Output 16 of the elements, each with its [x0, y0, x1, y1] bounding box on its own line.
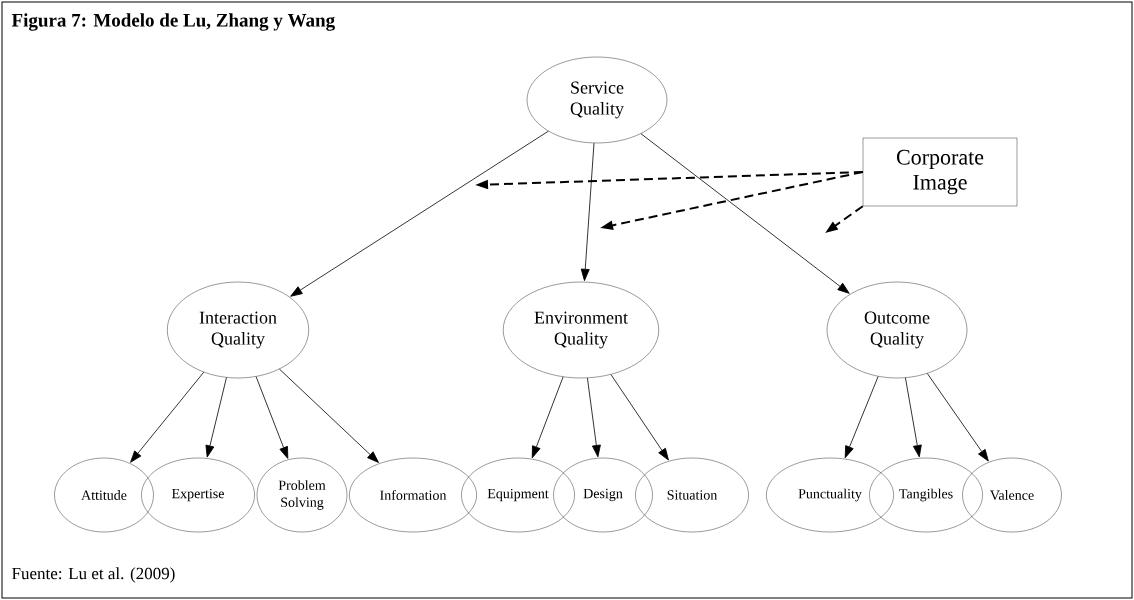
arrow	[279, 368, 379, 463]
arrow	[580, 142, 595, 282]
arrow	[640, 133, 850, 294]
arrow	[905, 377, 922, 458]
figure-title: Figura 7: Modelo de Lu, Zhang y Wang	[11, 13, 335, 31]
figure-caption: Fuente: Lu et al. (2009)	[12, 567, 175, 583]
arrow	[130, 371, 205, 463]
arrow	[926, 373, 989, 462]
arrow	[587, 377, 601, 458]
concept-box: Corporate Image	[862, 137, 1018, 207]
arrow	[531, 376, 564, 459]
arrow	[205, 377, 227, 458]
arrow	[844, 376, 879, 459]
arrow	[610, 374, 669, 461]
arrow	[290, 130, 549, 297]
arrow	[255, 376, 289, 459]
